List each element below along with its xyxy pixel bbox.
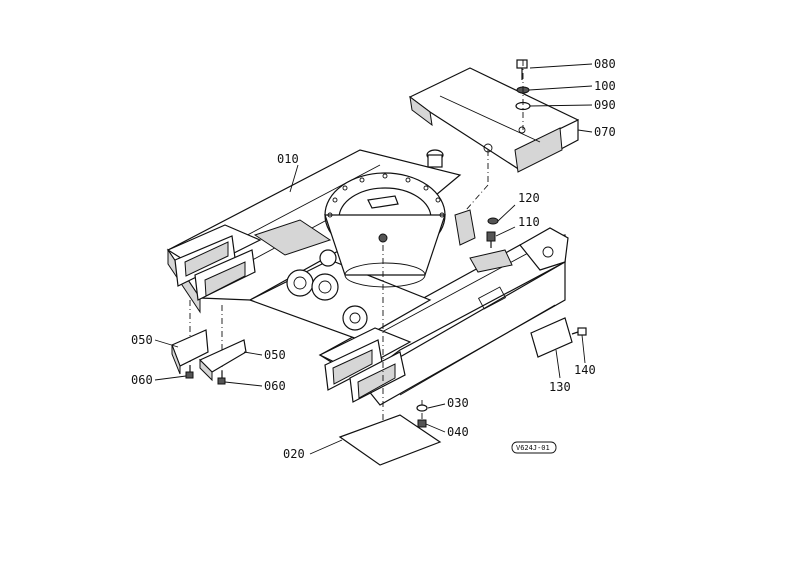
washer-part-120 <box>487 217 499 225</box>
bolt-part-040 <box>417 419 427 428</box>
label-part-060-right: 060 <box>264 379 286 393</box>
bottom-plate-part-020 <box>338 414 442 466</box>
top-cover-part-070 <box>408 67 579 173</box>
bolt-part-140 <box>571 327 587 336</box>
bolt-part-060-right <box>217 371 226 385</box>
label-part-050-left: 050 <box>131 333 153 347</box>
label-part-040: 040 <box>447 425 469 439</box>
main-frame-part-010 <box>166 149 569 406</box>
label-part-110: 110 <box>518 215 540 229</box>
bolt-part-110 <box>486 231 496 248</box>
label-part-050-right: 050 <box>264 348 286 362</box>
label-part-030: 030 <box>447 396 469 410</box>
washer-part-030 <box>416 404 428 412</box>
figure-reference-text: V624J-01 <box>516 444 550 452</box>
label-part-120: 120 <box>518 191 540 205</box>
bolt-part-080 <box>516 59 528 80</box>
label-part-140: 140 <box>574 363 596 377</box>
label-part-020: 020 <box>283 447 305 461</box>
label-part-060-left: 060 <box>131 373 153 387</box>
bolt-part-060-left <box>185 365 194 379</box>
label-part-070: 070 <box>594 125 616 139</box>
label-part-100: 100 <box>594 79 616 93</box>
label-part-090: 090 <box>594 98 616 112</box>
leader-lines <box>154 63 593 455</box>
label-part-130: 130 <box>549 380 571 394</box>
label-part-080: 080 <box>594 57 616 71</box>
figure-reference-stamp: V624J-01 <box>511 441 557 454</box>
guard-part-050-left <box>171 329 209 375</box>
label-part-010: 010 <box>277 152 299 166</box>
cover-plate-part-130 <box>530 317 573 358</box>
